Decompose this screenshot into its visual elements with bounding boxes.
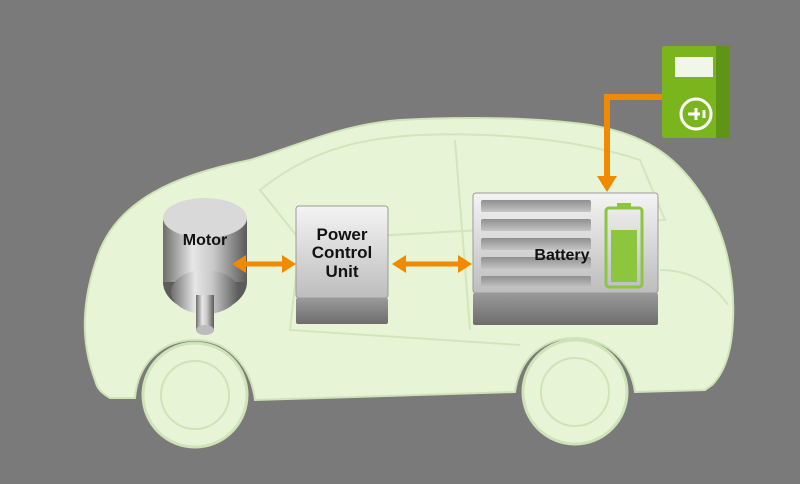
pcu-label-line-1: Power xyxy=(316,225,368,244)
battery-unit xyxy=(472,192,659,325)
battery-level-icon xyxy=(604,203,644,289)
car-silhouette xyxy=(83,116,735,449)
plug-icon xyxy=(679,97,713,131)
motor-pcu-arrow xyxy=(232,255,296,273)
battery-label: Battery xyxy=(534,247,590,264)
pcu-label-line-3: Unit xyxy=(325,261,359,281)
charging-station xyxy=(662,46,730,138)
pcu-battery-arrow xyxy=(392,255,472,273)
motor-label: Motor xyxy=(182,232,228,249)
pcu-label-line-2: Control xyxy=(311,243,373,263)
motor-unit xyxy=(163,198,247,335)
charge-flow-arrow xyxy=(604,94,662,178)
pcu-unit xyxy=(295,205,389,324)
pcu-label: Power Control Unit xyxy=(298,225,386,281)
